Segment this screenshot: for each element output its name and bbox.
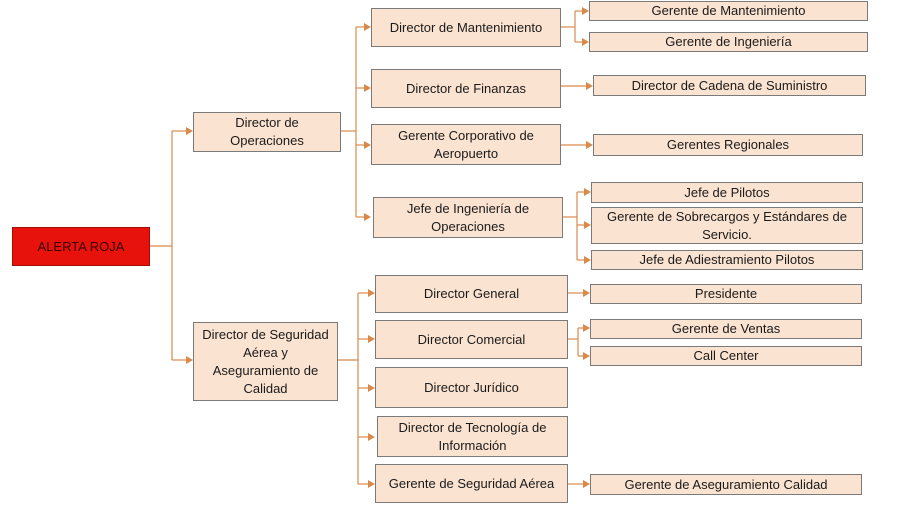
leaf-presidente: Presidente (590, 284, 862, 304)
node-director-operaciones: Director de Operaciones (193, 112, 341, 152)
node-director-tecnologia: Director de Tecnología de Información (377, 416, 568, 457)
leaf-gerente-ingenieria: Gerente de Ingeniería (589, 32, 868, 52)
node-director-comercial: Director Comercial (375, 320, 568, 359)
node-gerente-aeropuerto: Gerente Corporativo de Aeropuerto (371, 124, 561, 165)
node-director-mantenimiento: Director de Mantenimiento (371, 8, 561, 47)
leaf-gerente-sobrecargos: Gerente de Sobrecargos y Estándares de S… (591, 207, 863, 244)
leaf-gerente-ventas: Gerente de Ventas (590, 319, 862, 339)
leaf-gerente-mantenimiento: Gerente de Mantenimiento (589, 1, 868, 21)
node-director-seguridad: Director de Seguridad Aérea y Aseguramie… (193, 322, 338, 401)
node-director-general: Director General (375, 275, 568, 313)
leaf-gerente-aseguramiento-calidad: Gerente de Aseguramiento Calidad (590, 474, 862, 495)
leaf-director-cadena-suministro: Director de Cadena de Suministro (593, 75, 866, 96)
node-jefe-ingenieria-operaciones: Jefe de Ingeniería de Operaciones (373, 197, 563, 238)
leaf-jefe-adiestramiento: Jefe de Adiestramiento Pilotos (591, 250, 863, 270)
leaf-gerentes-regionales: Gerentes Regionales (593, 134, 863, 156)
leaf-call-center: Call Center (590, 346, 862, 366)
node-gerente-seguridad-aerea: Gerente de Seguridad Aérea (375, 464, 568, 503)
node-director-juridico: Director Jurídico (375, 367, 568, 408)
root-alerta-roja: ALERTA ROJA (12, 227, 150, 266)
leaf-jefe-pilotos: Jefe de Pilotos (591, 182, 863, 203)
node-director-finanzas: Director de Finanzas (371, 69, 561, 108)
